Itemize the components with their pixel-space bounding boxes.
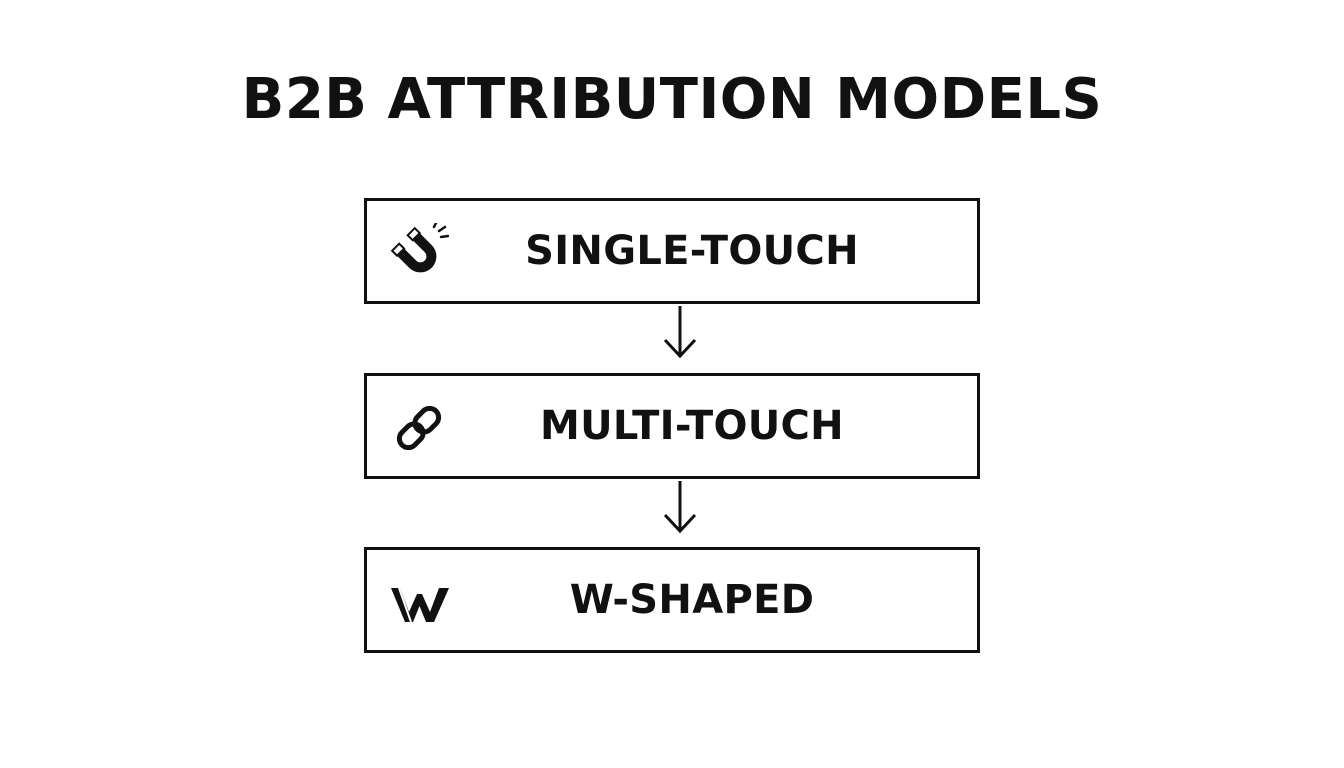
- step-box-single-touch: SINGLE-TOUCH: [364, 198, 980, 304]
- chain-link-icon: [389, 398, 449, 458]
- step-label: SINGLE-TOUCH: [525, 228, 859, 274]
- step-box-w-shaped: W-SHAPED: [364, 547, 980, 653]
- arrow-down-icon: [663, 306, 697, 359]
- w-shape-icon: [389, 572, 449, 632]
- step-label: MULTI-TOUCH: [540, 403, 844, 449]
- step-label: W-SHAPED: [569, 577, 815, 623]
- diagram-title: B2B ATTRIBUTION MODELS: [241, 67, 1103, 132]
- magnet-icon: [389, 221, 450, 283]
- step-box-multi-touch: MULTI-TOUCH: [364, 373, 980, 479]
- arrow-down-icon: [663, 481, 697, 534]
